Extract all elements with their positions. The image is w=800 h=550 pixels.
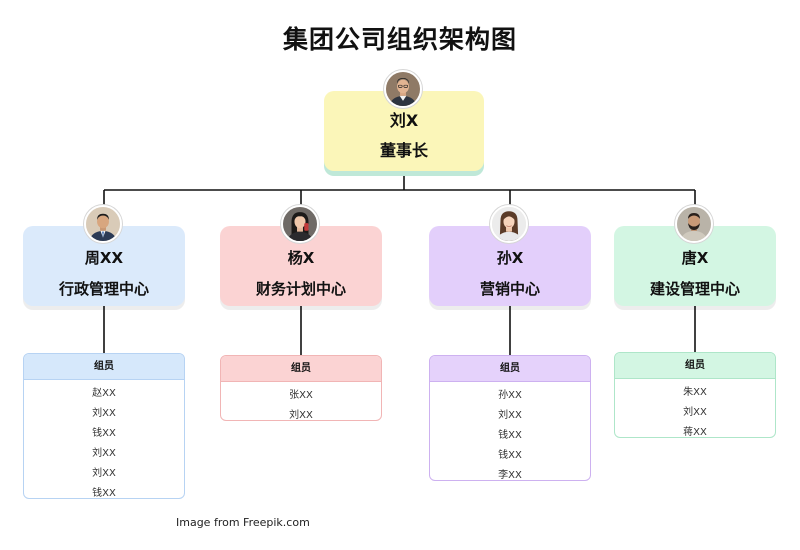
dept-head-avatar-admin xyxy=(84,205,122,243)
member-item: 孙XX xyxy=(498,390,522,401)
dept-head-avatar-marketing xyxy=(490,205,528,243)
member-item: 刘XX xyxy=(683,407,707,418)
dept-role: 建设管理中心 xyxy=(649,279,740,298)
members-list: 张XX 刘XX xyxy=(221,382,381,421)
member-item: 钱XX xyxy=(498,430,522,441)
member-item: 刘XX xyxy=(92,468,116,479)
members-header: 组员 xyxy=(615,353,775,379)
dept-head-name: 周XX xyxy=(84,248,124,267)
image-credit: Image from Freepik.com xyxy=(176,516,310,529)
dept-head-name: 唐X xyxy=(681,248,709,267)
member-item: 钱XX xyxy=(92,488,116,499)
dept-head-avatar-finance xyxy=(281,205,319,243)
member-item: 朱XX xyxy=(683,387,707,398)
member-item: 李XX xyxy=(498,470,522,481)
member-item: 赵XX xyxy=(92,388,116,399)
dept-role: 财务计划中心 xyxy=(255,279,346,298)
member-item: 张XX xyxy=(289,390,313,401)
member-item: 钱XX xyxy=(92,428,116,439)
ceo-card: 刘X 董事长 xyxy=(324,91,484,171)
member-item: 刘XX xyxy=(289,410,313,421)
members-header: 组员 xyxy=(221,356,381,382)
dept-role: 营销中心 xyxy=(479,279,540,298)
ceo-role: 董事长 xyxy=(379,141,428,160)
ceo-avatar xyxy=(384,70,422,108)
members-box-finance: 组员 张XX 刘XX xyxy=(220,355,382,421)
member-item: 蒋XX xyxy=(683,427,707,438)
members-header: 组员 xyxy=(430,356,590,382)
member-item: 刘XX xyxy=(498,410,522,421)
page-title: 集团公司组织架构图 xyxy=(282,25,517,54)
members-list: 朱XX 刘XX 蒋XX xyxy=(615,379,775,438)
member-item: 刘XX xyxy=(92,448,116,459)
members-box-admin: 组员 赵XX 刘XX 钱XX 刘XX 刘XX 钱XX xyxy=(23,353,185,499)
members-list: 赵XX 刘XX 钱XX 刘XX 刘XX 钱XX xyxy=(24,380,184,499)
dept-role: 行政管理中心 xyxy=(58,279,149,298)
member-item: 钱XX xyxy=(498,450,522,461)
member-item: 刘XX xyxy=(92,408,116,419)
members-box-marketing: 组员 孙XX 刘XX 钱XX 钱XX 李XX xyxy=(429,355,591,481)
dept-head-name: 孙X xyxy=(496,248,524,267)
dept-head-name: 杨X xyxy=(287,248,315,267)
dept-head-avatar-construction xyxy=(675,205,713,243)
members-box-construction: 组员 朱XX 刘XX 蒋XX xyxy=(614,352,776,438)
ceo-name: 刘X xyxy=(389,111,419,130)
members-list: 孙XX 刘XX 钱XX 钱XX 李XX xyxy=(430,382,590,481)
members-header: 组员 xyxy=(24,354,184,380)
